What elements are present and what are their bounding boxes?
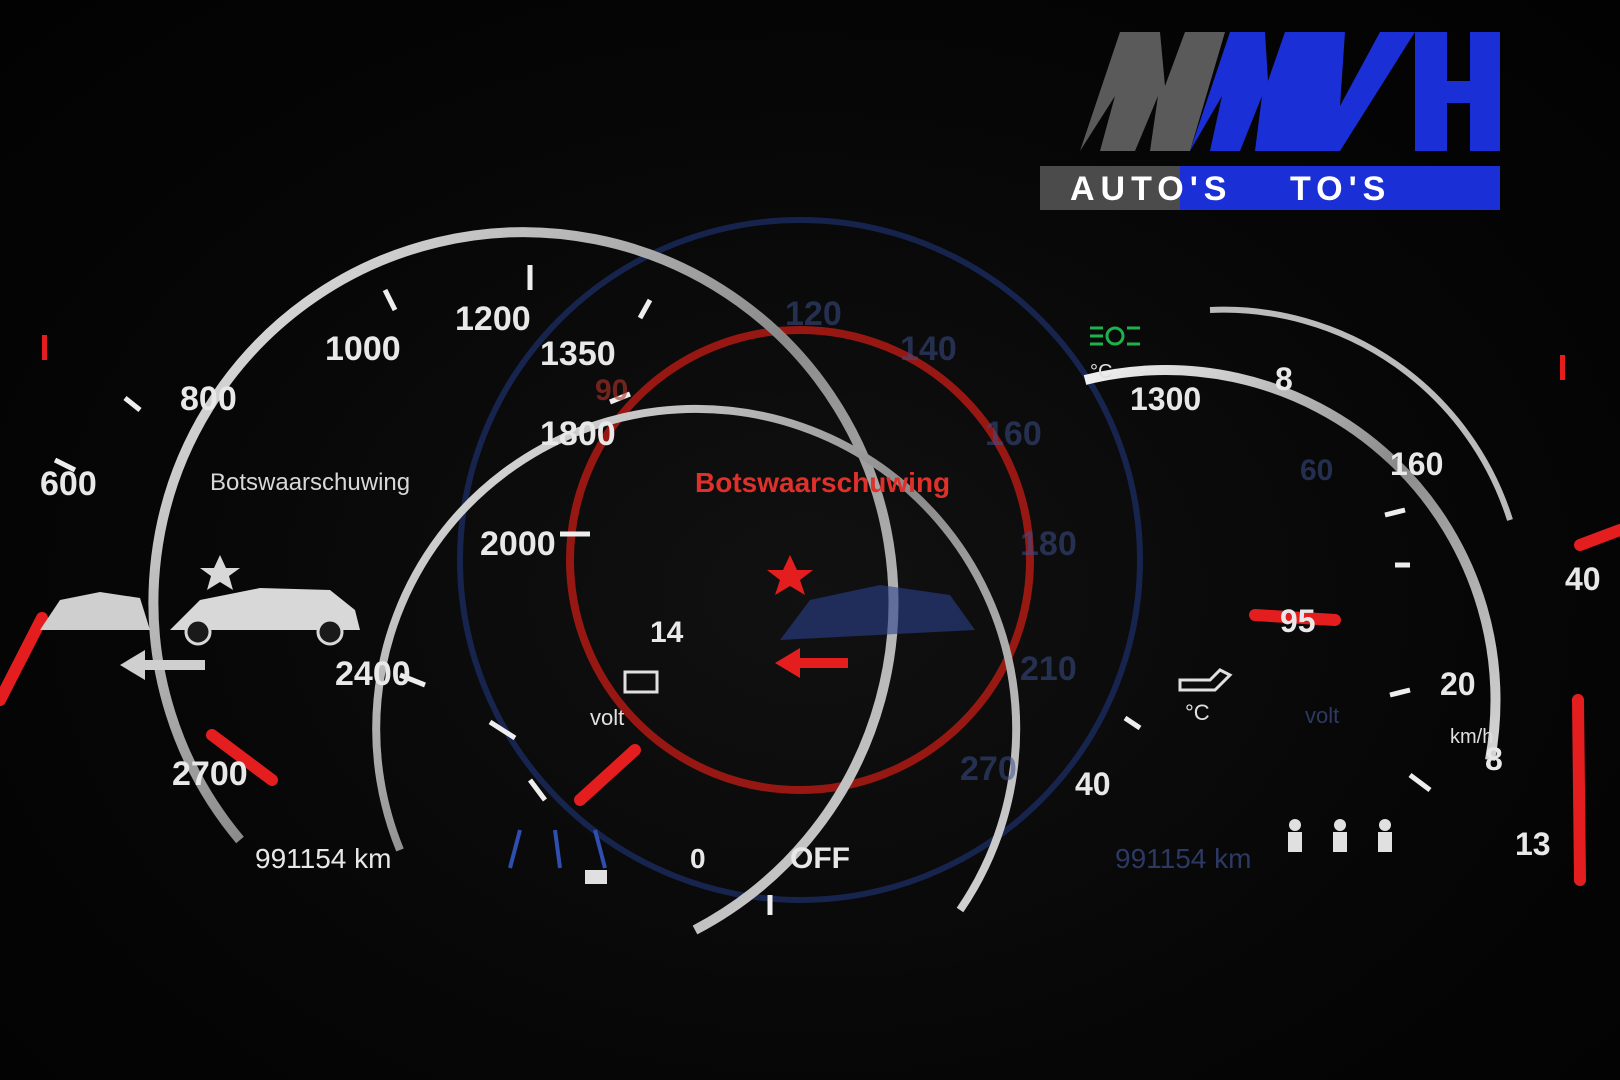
svg-text:1000: 1000 <box>325 330 401 368</box>
svg-text:1200: 1200 <box>455 300 531 338</box>
svg-text:1350: 1350 <box>540 335 616 373</box>
svg-text:800: 800 <box>180 380 237 418</box>
right-dial-labels: 1300 8 160 40 95 20 40 8 <box>1075 361 1601 802</box>
svg-text:2000: 2000 <box>480 525 556 563</box>
speed-labels: 600 800 1000 1200 1350 1800 2000 2400 27… <box>40 300 616 793</box>
svg-text:210: 210 <box>1020 650 1077 688</box>
svg-text:160: 160 <box>985 415 1042 453</box>
arrow-left-icon <box>120 650 205 680</box>
dealer-logo: AUTO'S TO'S <box>1040 26 1540 226</box>
svg-text:90: 90 <box>595 374 628 407</box>
light-indicator-icon <box>1090 326 1140 346</box>
svg-text:2400: 2400 <box>335 655 411 693</box>
svg-text:2700: 2700 <box>172 755 248 793</box>
svg-text:40: 40 <box>1075 766 1111 802</box>
svg-text:8: 8 <box>1485 741 1503 777</box>
odometer-left: 991154 km <box>255 843 391 874</box>
lane-assist-icon <box>508 829 607 869</box>
svg-text:120: 120 <box>785 295 842 333</box>
svg-text:600: 600 <box>40 465 97 503</box>
speedometer-bezel <box>148 227 899 935</box>
oil-can-icon <box>1178 668 1233 692</box>
parking-light-icon <box>585 870 607 884</box>
center-dial-bezel <box>372 404 1021 913</box>
svg-text:volt: volt <box>1305 703 1339 728</box>
car-icon <box>40 588 360 646</box>
arrow-left-red-icon <box>775 648 848 678</box>
speed-unit: km/h <box>1450 726 1493 748</box>
ghost-car-icon <box>780 585 975 640</box>
svg-text:95: 95 <box>1280 603 1316 639</box>
ghost-dial-ring <box>457 217 1143 903</box>
battery-value: 14 <box>650 616 684 649</box>
svg-text:160: 160 <box>1390 446 1443 482</box>
seatbelt-icon <box>1288 819 1392 852</box>
crash-star-icon <box>200 555 240 590</box>
svg-text:20: 20 <box>1440 666 1476 702</box>
collision-warning-text: Botswaarschuwing <box>210 469 410 496</box>
battery-icon <box>623 670 659 694</box>
right-dial-bezel <box>1083 365 1501 761</box>
temp-unit: °C <box>1185 700 1210 725</box>
speed-ticks <box>53 265 773 915</box>
svg-text:°C: °C <box>1090 361 1112 383</box>
odometer-right: 991154 km <box>1115 843 1251 874</box>
svg-text:1800: 1800 <box>540 415 616 453</box>
svg-text:40: 40 <box>1565 561 1601 597</box>
red-needles <box>0 524 1620 886</box>
svg-text:1300: 1300 <box>1130 381 1201 417</box>
ghost-scale-labels: 120 140 160 180 90 210 270 60 <box>595 295 1333 788</box>
collision-warning-red-text: Botswaarschuwing <box>695 467 950 498</box>
right-outer-bezel <box>1209 306 1513 521</box>
zero-label: 0 <box>690 843 706 874</box>
svg-text:TO'S: TO'S <box>1290 170 1391 208</box>
svg-text:60: 60 <box>1300 454 1333 487</box>
svg-text:140: 140 <box>900 330 957 368</box>
off-label: OFF <box>790 842 850 875</box>
logo-subtitle: AUTO'S <box>1070 170 1232 208</box>
volt-unit: volt <box>590 705 624 730</box>
red-inner-ring <box>566 326 1034 794</box>
svg-text:180: 180 <box>1020 525 1077 563</box>
svg-text:270: 270 <box>960 750 1017 788</box>
svg-text:8: 8 <box>1275 361 1293 397</box>
right-ticks <box>1123 507 1432 792</box>
speed-readout: 13 <box>1515 826 1551 862</box>
